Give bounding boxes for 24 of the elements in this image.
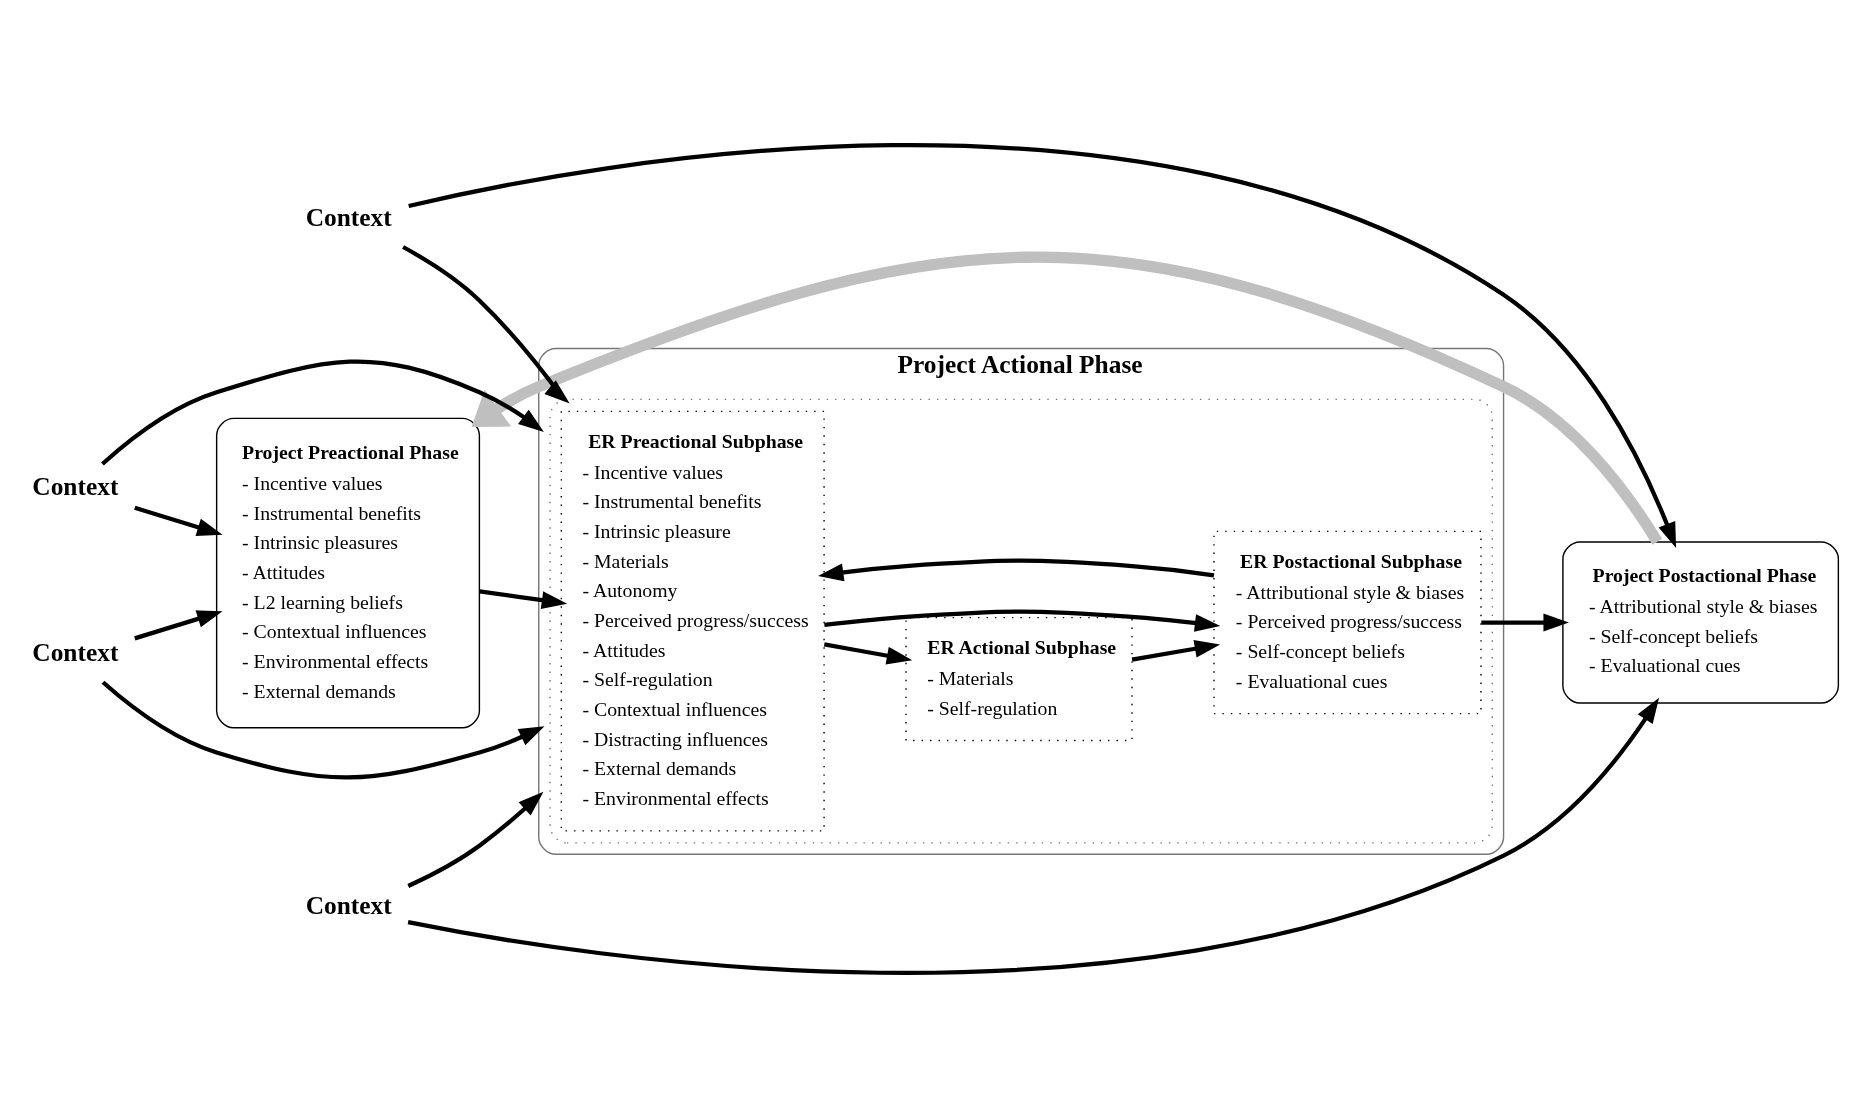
- arrow: [408, 142, 1677, 548]
- arrow: [134, 505, 223, 536]
- arrow: [1131, 639, 1221, 662]
- node-text: Context: [305, 202, 392, 231]
- node-box: ER Postactional Subphase - Attributional style & biases - Perceived progress/success - Self-concept beliefs - Evaluational cues: [1213, 530, 1482, 714]
- node-box: Project Postactional Phase - Attributional style & biases - Self-concept beliefs - Evaluational cues: [1562, 540, 1840, 704]
- arrow: [471, 251, 1663, 545]
- node-box: ER Preactional Subphase - Incentive values - Instrumental benefits - Intrinsic pleasure - Materials - Autonomy - Perceived progress/success - Attitudes - Self-regulation - Contextual influences - Distracting influences - External demands - Environmental effects: [560, 410, 825, 832]
- arrow: [818, 558, 1215, 581]
- node-box: Project Preactional Phase - Incentive values - Instrumental benefits - Intrinsic pleasures - Attitudes - L2 learning beliefs - Contextual influences - Environmental effects - External demands: [215, 417, 481, 728]
- arrow: [407, 791, 544, 888]
- arrow: [1481, 613, 1569, 631]
- node-text: Context: [32, 471, 119, 500]
- arrow: [823, 641, 913, 664]
- node-text: Context: [305, 890, 392, 919]
- arrow: [479, 588, 568, 609]
- arrow: [101, 680, 545, 779]
- node-box: ER Actional Subphase - Materials - Self-regulation: [905, 616, 1133, 741]
- arrow: [402, 244, 570, 403]
- arrow: [407, 697, 1660, 975]
- arrow: [134, 609, 223, 640]
- arrow: [101, 359, 544, 466]
- arrow: [824, 608, 1221, 632]
- node-text: Context: [32, 637, 119, 666]
